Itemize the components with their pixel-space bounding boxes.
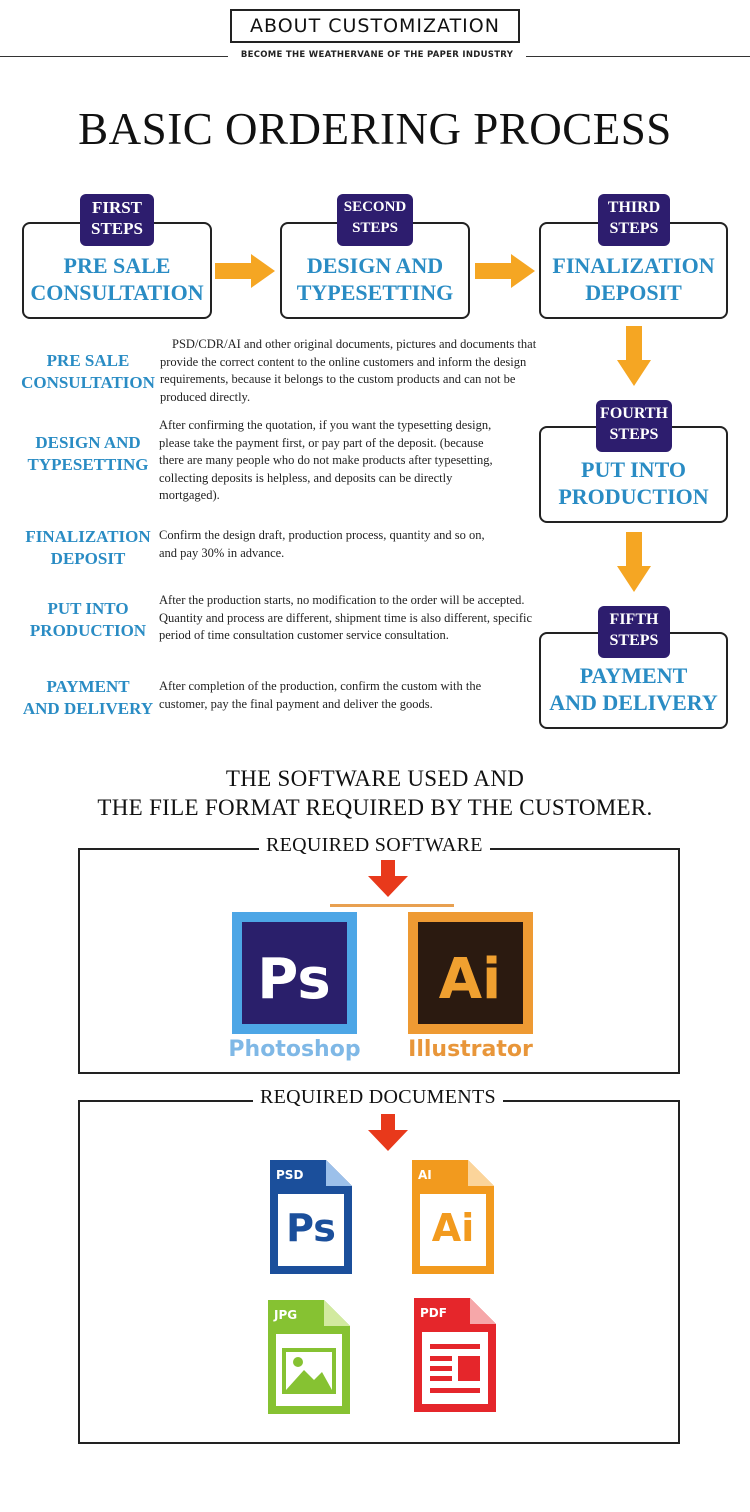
- step-label-line2: AND DELIVERY: [549, 690, 718, 715]
- header-rule-right: [526, 56, 750, 57]
- row-label-line2: AND DELIVERY: [22, 699, 154, 718]
- step-badge-line1: FIRST: [91, 198, 143, 217]
- psd-glyph: Ps: [286, 1206, 336, 1250]
- row-text-line: Confirm the design draft, production pro…: [159, 528, 485, 542]
- step-box-fifth: PAYMENT AND DELIVERY: [539, 632, 728, 729]
- row-text-line: Quantity and process are different, ship…: [159, 610, 533, 625]
- row-text-line: mortgaged).: [159, 488, 220, 502]
- illustrator-label: Illustrator: [408, 1037, 533, 1062]
- step-badge-line2: STEPS: [609, 220, 659, 237]
- arrow-down-icon: [617, 326, 651, 386]
- ai-glyph: Ai: [431, 1206, 475, 1250]
- arrow-down-icon: [617, 532, 651, 592]
- row-label-production: PUT INTO PRODUCTION: [18, 598, 158, 642]
- row-label-design: DESIGN AND TYPESETTING: [18, 432, 158, 476]
- step-badge-line1: FIFTH: [609, 611, 659, 628]
- arrow-right-icon: [475, 254, 535, 288]
- row-text-payment: After completion of the production, conf…: [159, 678, 544, 713]
- psd-file-icon: PSD Ps: [270, 1160, 352, 1274]
- row-text-production: After the production starts, no modifica…: [159, 592, 589, 645]
- software-title-line1: THE SOFTWARE USED AND: [225, 766, 525, 791]
- arrow-down-icon: [368, 1114, 408, 1151]
- step-label-line2: PRODUCTION: [558, 484, 709, 509]
- jpg-file-icon: JPG: [268, 1300, 350, 1414]
- header-subtitle: BECOME THE WEATHERVANE OF THE PAPER INDU…: [240, 50, 514, 60]
- row-text-pre-sale: PSD/CDR/AI and other original documents,…: [160, 336, 590, 406]
- illustrator-icon: Ai: [408, 912, 533, 1034]
- photoshop-icon: Ps: [232, 912, 357, 1034]
- row-text-finalization: Confirm the design draft, production pro…: [159, 527, 544, 562]
- step-label-line1: DESIGN AND: [306, 253, 444, 278]
- row-label-line2: PRODUCTION: [29, 621, 147, 640]
- step-label-line1: FINALIZATION: [552, 253, 715, 278]
- arrow-right-icon: [215, 254, 275, 288]
- step-badge-second: SECOND STEPS: [337, 194, 413, 246]
- step-label-line2: TYPESETTING: [296, 280, 454, 305]
- step-badge-fourth: FOURTH STEPS: [596, 400, 672, 452]
- row-label-pre-sale: PRE SALE CONSULTATION: [18, 350, 158, 394]
- row-text-line: After the production starts, no modifica…: [159, 593, 525, 607]
- row-label-line1: PUT INTO: [47, 599, 129, 618]
- connector-line: [330, 904, 454, 907]
- step-label-line1: PRE SALE: [63, 253, 171, 278]
- psd-tag: PSD: [276, 1168, 304, 1182]
- step-badge-line2: STEPS: [609, 426, 659, 443]
- row-text-line: period of time consultation customer ser…: [159, 628, 449, 642]
- row-text-line: please take the payment first, or pay pa…: [159, 435, 484, 450]
- ai-tag: AI: [418, 1168, 432, 1182]
- row-text-design: After confirming the quotation, if you w…: [159, 417, 544, 505]
- step-label-line1: PUT INTO: [581, 457, 686, 482]
- step-badge-line2: STEPS: [352, 220, 398, 236]
- step-badge-line1: SECOND: [343, 199, 407, 215]
- page-title: BASIC ORDERING PROCESS: [78, 104, 672, 154]
- svg-text:Ps: Ps: [257, 947, 330, 1012]
- row-label-payment: PAYMENT AND DELIVERY: [18, 676, 158, 720]
- row-text-line: requirements, because it belongs to the …: [160, 372, 516, 386]
- pdf-tag: PDF: [420, 1306, 447, 1320]
- step-badge-line1: THIRD: [607, 199, 661, 216]
- row-text-line: there are many people who do not make pr…: [159, 453, 493, 467]
- jpg-tag: JPG: [274, 1308, 298, 1322]
- row-text-line: collecting deposits is helpless, and dep…: [159, 470, 453, 485]
- row-label-line2: TYPESETTING: [27, 455, 149, 474]
- step-badge-line2: STEPS: [609, 632, 659, 649]
- row-text-line: and pay 30% in advance.: [159, 545, 285, 560]
- row-text-line: produced directly.: [160, 389, 251, 404]
- arrow-down-icon: [368, 860, 408, 897]
- row-text-line: customer, pay the final payment and deli…: [159, 696, 433, 711]
- row-label-line1: PRE SALE: [46, 351, 130, 370]
- row-text-line: After completion of the production, conf…: [159, 679, 482, 693]
- header-title: ABOUT CUSTOMIZATION: [250, 15, 500, 37]
- step-badge-first: FIRST STEPS: [80, 194, 154, 246]
- pdf-file-icon: PDF: [414, 1298, 496, 1412]
- row-label-finalization: FINALIZATION DEPOSIT: [18, 526, 158, 570]
- software-title-line2: THE FILE FORMAT REQUIRED BY THE CUSTOMER…: [97, 795, 653, 820]
- step-label-line1: PAYMENT: [579, 663, 688, 688]
- row-label-line1: FINALIZATION: [25, 527, 151, 546]
- row-label-line1: DESIGN AND: [35, 433, 141, 452]
- step-label-line2: DEPOSIT: [585, 280, 682, 305]
- row-label-line2: CONSULTATION: [21, 373, 155, 392]
- required-software-label: REQUIRED SOFTWARE: [259, 834, 490, 857]
- row-label-line1: PAYMENT: [46, 677, 130, 696]
- step-label-line2: CONSULTATION: [30, 280, 204, 305]
- row-label-line2: DEPOSIT: [50, 549, 126, 568]
- header-title-box: ABOUT CUSTOMIZATION: [230, 9, 520, 43]
- header-rule-left: [0, 56, 228, 57]
- ai-file-icon: AI Ai: [412, 1160, 494, 1274]
- step-badge-line2: STEPS: [91, 219, 143, 238]
- row-text-line: After confirming the quotation, if you w…: [159, 418, 492, 432]
- step-badge-fifth: FIFTH STEPS: [598, 606, 670, 658]
- svg-text:Ai: Ai: [439, 947, 502, 1012]
- step-badge-third: THIRD STEPS: [598, 194, 670, 246]
- row-text-line: PSD/CDR/AI and other original documents,…: [172, 337, 537, 351]
- photoshop-label: Photoshop: [228, 1037, 361, 1062]
- required-documents-label: REQUIRED DOCUMENTS: [253, 1086, 503, 1109]
- step-badge-line1: FOURTH: [600, 405, 668, 422]
- row-text-line: provide the correct content to the onlin…: [160, 354, 527, 369]
